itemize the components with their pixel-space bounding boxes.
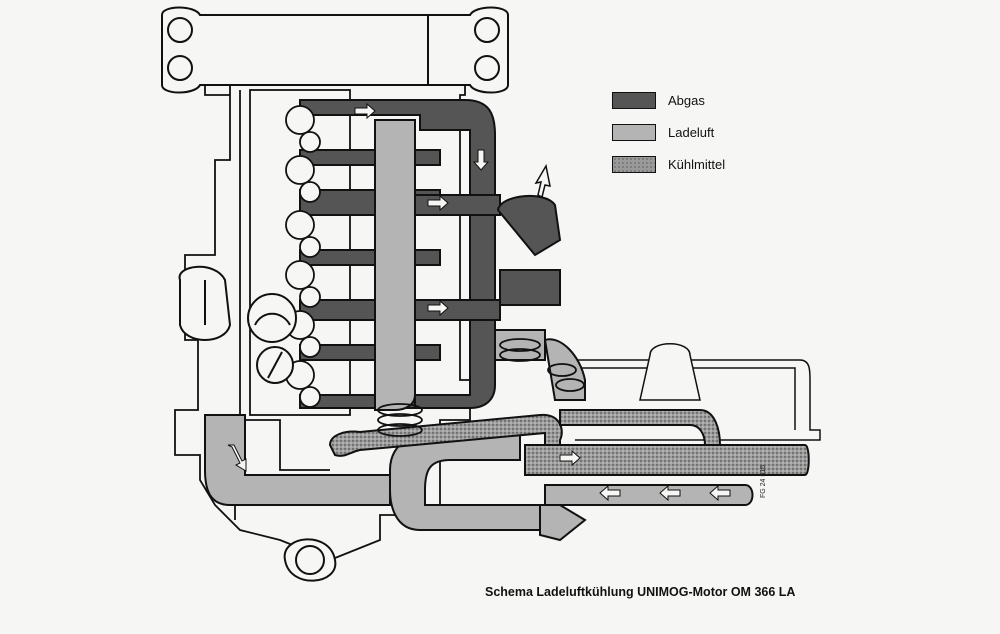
legend-item-kuehlmittel: Kühlmittel xyxy=(612,154,725,174)
legend: Abgas Ladeluft Kühlmittel xyxy=(612,90,725,186)
legend-label-abgas: Abgas xyxy=(668,92,705,108)
legend-label-kuehlmittel: Kühlmittel xyxy=(668,156,726,172)
legend-swatch-ladeluft xyxy=(612,123,656,141)
charge-air-pipes xyxy=(204,119,754,542)
legend-label-ladeluft: Ladeluft xyxy=(668,124,715,140)
side-components xyxy=(178,265,297,384)
flow-arrows xyxy=(227,102,731,502)
turbo-and-coils xyxy=(377,338,585,437)
legend-swatch-kuehlmittel xyxy=(612,155,656,173)
cylinder-valves xyxy=(285,105,321,408)
legend-item-abgas: Abgas xyxy=(612,90,725,110)
figure-code: FG 24 516 xyxy=(760,464,767,498)
bottom-flange xyxy=(283,538,337,582)
top-flange xyxy=(161,6,509,94)
exhaust-outlet-arrow xyxy=(534,163,551,199)
legend-item-ladeluft: Ladeluft xyxy=(612,122,725,142)
coolant-pipes xyxy=(328,409,810,476)
legend-swatch-abgas xyxy=(612,91,656,109)
cooler-outline xyxy=(575,343,821,441)
figure-caption: Schema Ladeluftkühlung UNIMOG-Motor OM 3… xyxy=(485,585,796,599)
